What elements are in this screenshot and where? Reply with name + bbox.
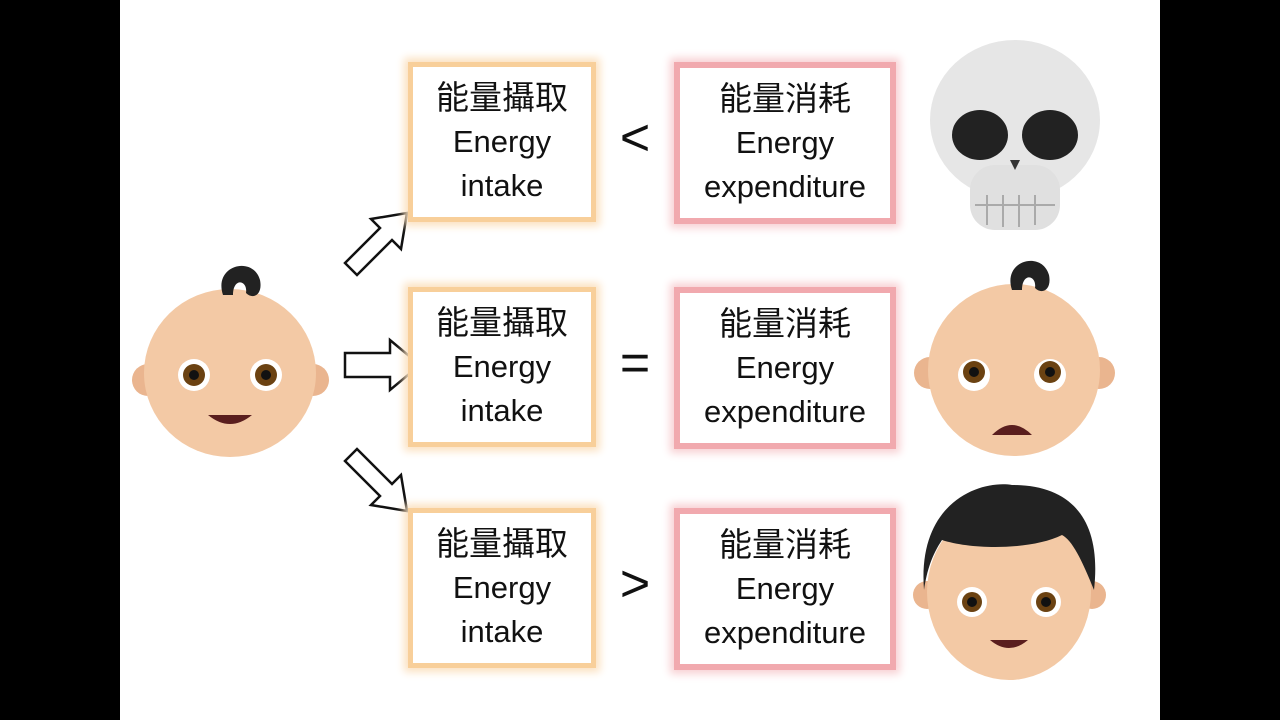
intake-label-en: Energy bbox=[452, 124, 552, 159]
expenditure-label-zh: 能量消耗 bbox=[719, 525, 851, 564]
intake-label-en: intake bbox=[460, 614, 544, 649]
equals-operator: = bbox=[619, 334, 651, 392]
expenditure-label-en: expenditure bbox=[703, 169, 866, 204]
expenditure-label-zh: 能量消耗 bbox=[719, 304, 851, 343]
intake-label-en: intake bbox=[460, 393, 544, 428]
expenditure-label-en: expenditure bbox=[703, 615, 866, 650]
arrow-up-right-icon bbox=[343, 211, 409, 277]
expenditure-label-zh: 能量消耗 bbox=[719, 79, 851, 118]
worried-baby-emoji bbox=[914, 260, 1115, 456]
boy-emoji bbox=[913, 484, 1106, 680]
baby-emoji bbox=[132, 265, 329, 457]
energy-expenditure-box: 能量消耗 Energy expenditure bbox=[674, 287, 896, 449]
expenditure-label-en: Energy bbox=[735, 571, 835, 606]
expenditure-label-en: Energy bbox=[735, 350, 835, 385]
less-than-operator: < bbox=[619, 109, 651, 167]
energy-intake-box: 能量攝取 Energy intake bbox=[408, 508, 596, 668]
arrow-down-right-icon bbox=[343, 447, 409, 513]
intake-label-en: Energy bbox=[452, 349, 552, 384]
intake-label-en: intake bbox=[460, 168, 544, 203]
arrows bbox=[343, 211, 422, 513]
skull-emoji bbox=[930, 40, 1100, 230]
intake-label-zh: 能量攝取 bbox=[436, 78, 568, 117]
intake-label-en: Energy bbox=[452, 570, 552, 605]
energy-intake-box: 能量攝取 Energy intake bbox=[408, 62, 596, 222]
greater-than-operator: > bbox=[619, 555, 651, 613]
arrow-right-icon bbox=[343, 337, 422, 393]
expenditure-label-en: expenditure bbox=[703, 394, 866, 429]
energy-intake-box: 能量攝取 Energy intake bbox=[408, 287, 596, 447]
expenditure-label-en: Energy bbox=[735, 125, 835, 160]
intake-label-zh: 能量攝取 bbox=[436, 524, 568, 563]
energy-expenditure-box: 能量消耗 Energy expenditure bbox=[674, 62, 896, 224]
energy-expenditure-box: 能量消耗 Energy expenditure bbox=[674, 508, 896, 670]
intake-label-zh: 能量攝取 bbox=[436, 303, 568, 342]
